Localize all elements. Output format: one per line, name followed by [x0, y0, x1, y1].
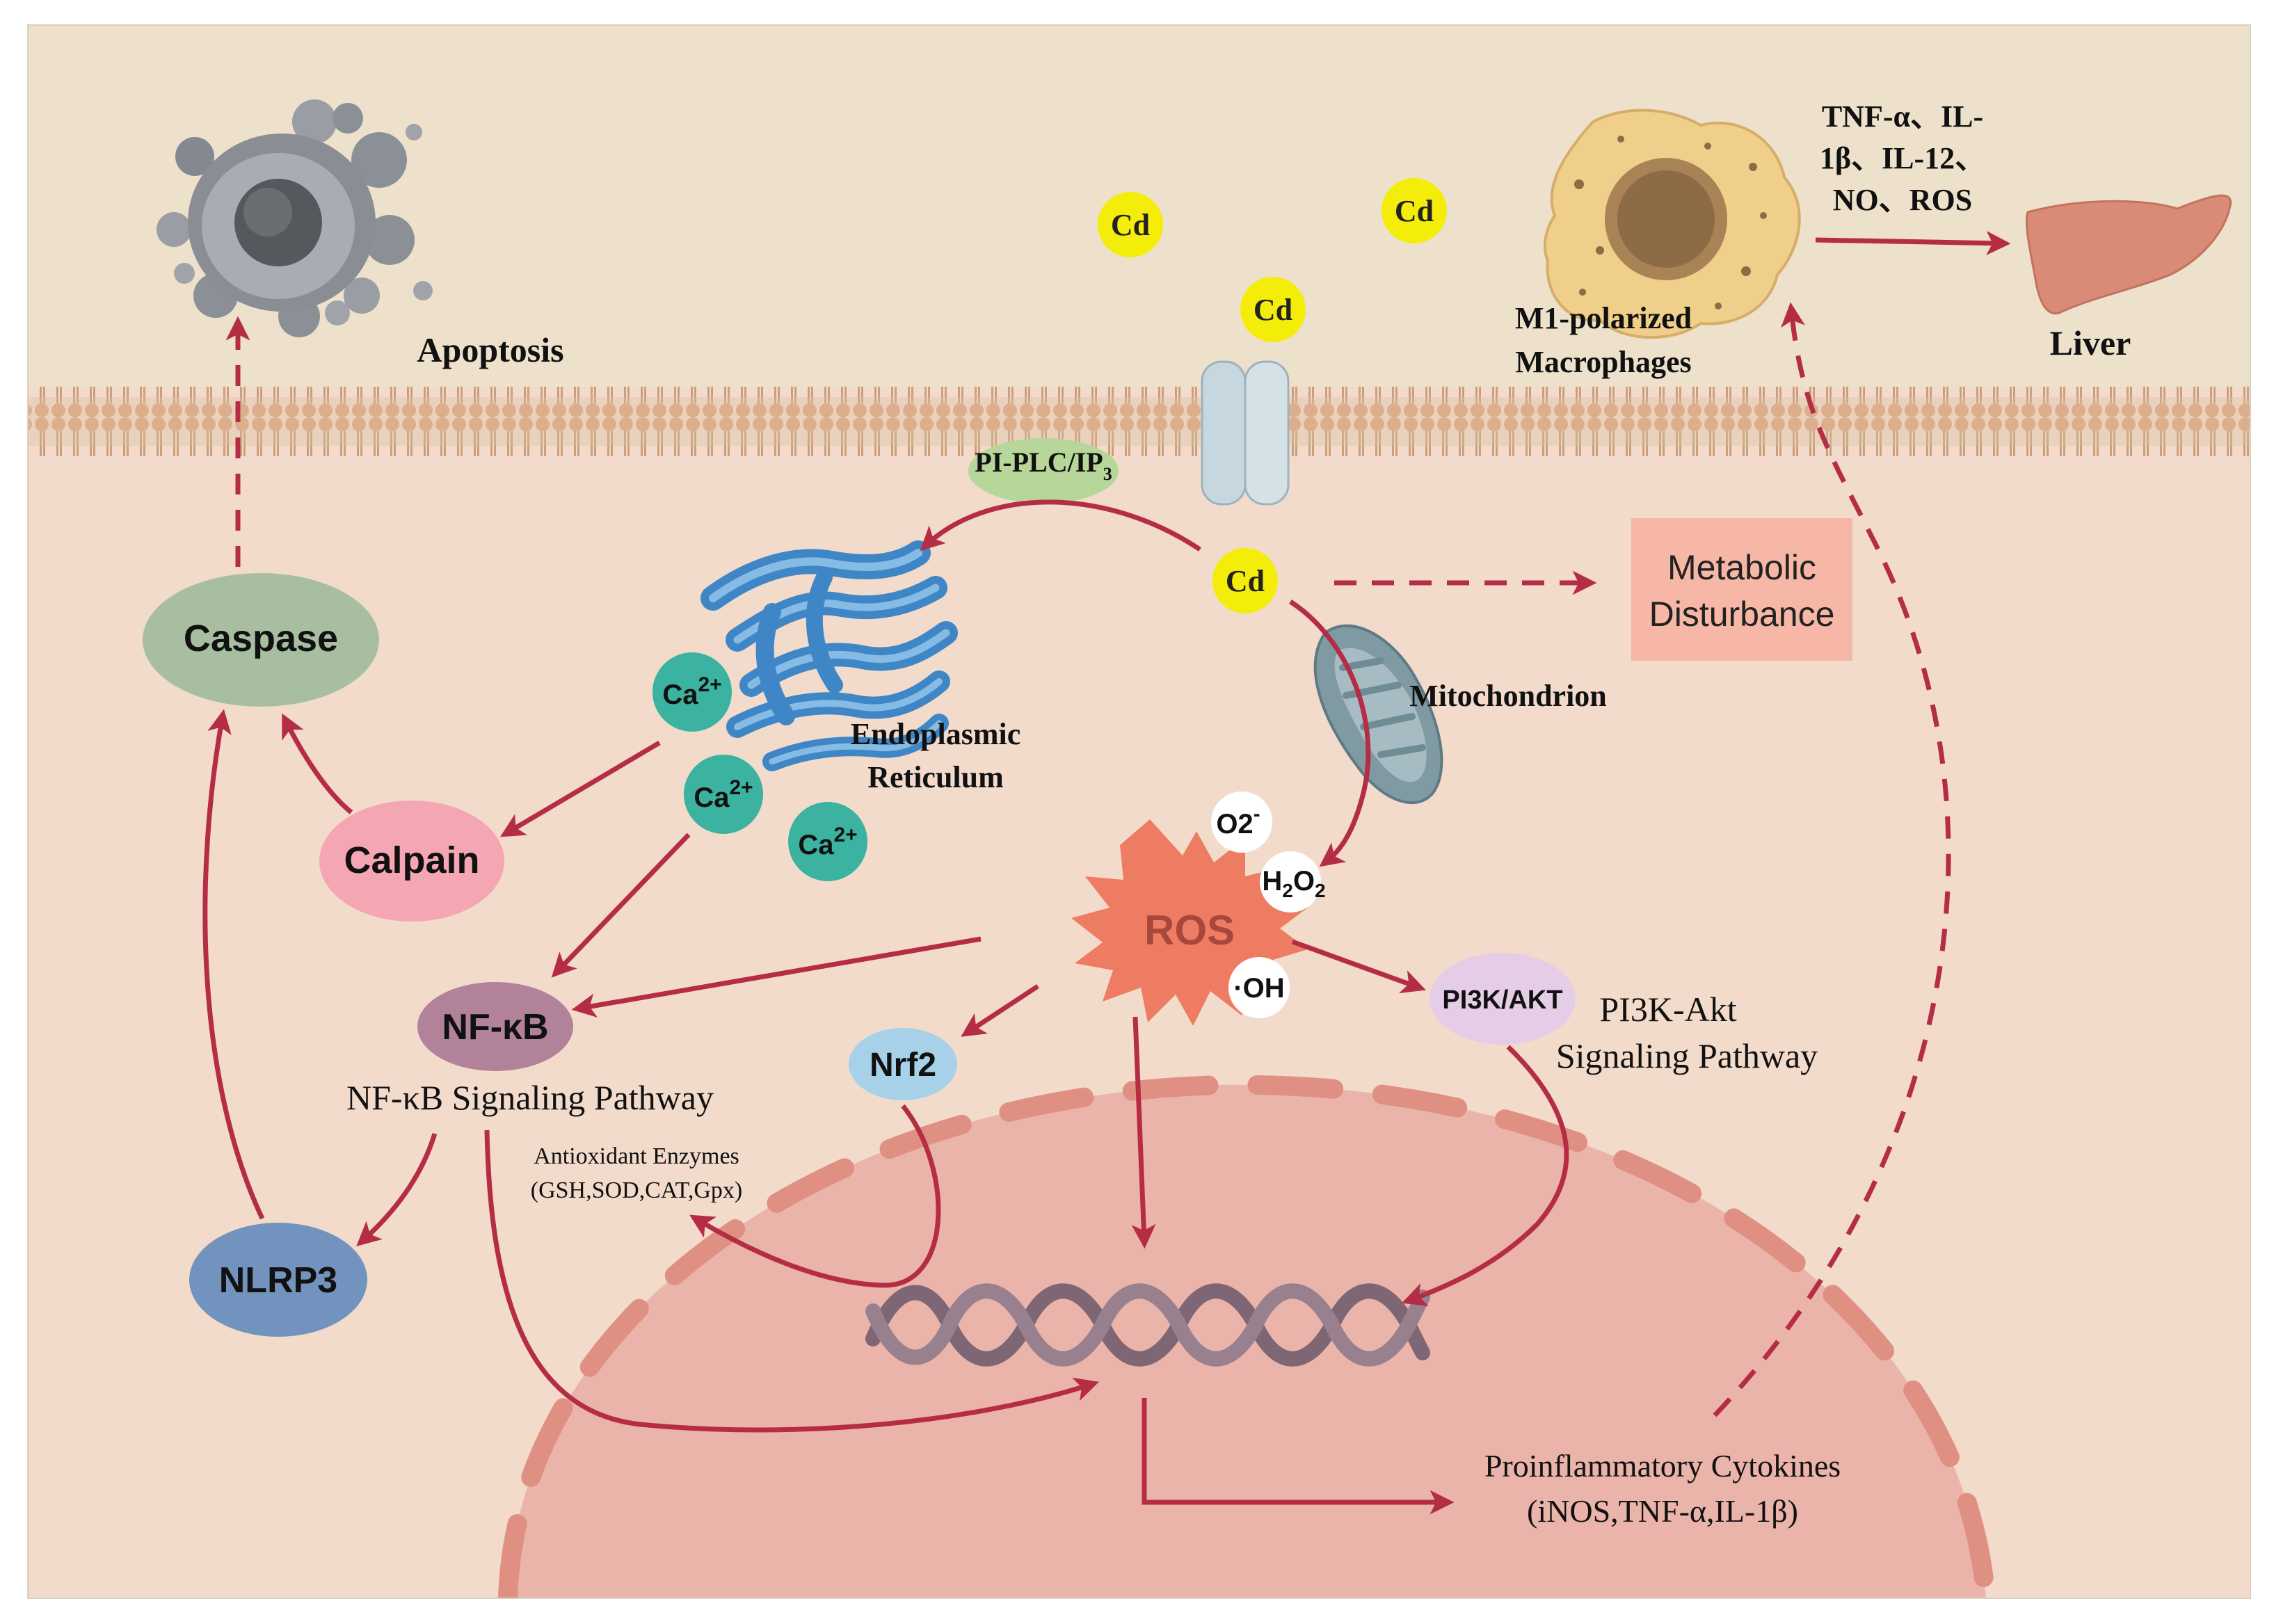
svg-text:·OH: ·OH — [1233, 973, 1284, 1004]
superoxide-ion: O2- — [1211, 791, 1272, 853]
svg-text:Cd: Cd — [1226, 564, 1265, 598]
arrow-ca-to-nfkb — [551, 833, 691, 978]
svg-text:Caspase: Caspase — [184, 618, 338, 659]
arrow-cd-to-ros — [1289, 600, 1371, 867]
pi3k-pathway-label: Signaling Pathway — [1556, 1036, 1818, 1075]
m1-macrophage — [1543, 108, 1801, 339]
mitochondrion-label: Mitochondrion — [1409, 679, 1607, 713]
arrow-ca-to-calpain — [499, 740, 661, 837]
svg-text:Nrf2: Nrf2 — [870, 1047, 936, 1084]
arrow-macrophage-to-liver — [1815, 231, 2011, 256]
arrow-cd-to-er — [920, 499, 1201, 552]
cd-ion: Cd — [1098, 192, 1163, 257]
liver-icon — [2025, 194, 2232, 315]
svg-text:Disturbance: Disturbance — [1649, 595, 1835, 634]
arrow-nfkb-to-dna — [484, 1129, 1099, 1433]
nfkb-node: NF-κB — [417, 982, 573, 1071]
proinflammatory-label: Proinflammatory Cytokines — [1484, 1448, 1841, 1484]
pi-plc-ip3-ellipse: PI-PLC/IP3 — [968, 438, 1119, 504]
nlrp3-node: NLRP3 — [189, 1223, 367, 1337]
calcium-ion: Ca2+ — [652, 652, 732, 732]
svg-text:PI-PLC/IP3: PI-PLC/IP3 — [975, 447, 1112, 484]
cd-ion-intracellular: Cd — [1212, 548, 1278, 613]
svg-text:PI3K/AKT: PI3K/AKT — [1442, 986, 1562, 1015]
svg-text:Calpain: Calpain — [344, 839, 479, 881]
svg-text:NF-κB: NF-κB — [442, 1007, 548, 1047]
calcium-ion: Ca2+ — [788, 802, 867, 881]
cell-membrane — [28, 387, 2250, 456]
svg-text:Ca2+: Ca2+ — [694, 776, 753, 813]
dna-helix — [865, 1283, 1430, 1367]
pi3k-akt-node: PI3K/AKT — [1430, 953, 1576, 1045]
arrow-nfkb-to-nlrp3 — [356, 1132, 438, 1246]
macrophage-label: Macrophages — [1515, 345, 1691, 379]
svg-text:O2-: O2- — [1216, 803, 1260, 839]
hydroxyl-radical: ·OH — [1228, 957, 1290, 1018]
arrows — [202, 231, 2011, 1515]
svg-text:Cd: Cd — [1254, 293, 1292, 327]
arrow-ros-to-nrf2 — [961, 984, 1039, 1037]
svg-text:Cd: Cd — [1395, 194, 1434, 228]
nrf2-node: Nrf2 — [849, 1028, 957, 1100]
cd-ion: Cd — [1382, 178, 1447, 243]
svg-text:Ca2+: Ca2+ — [662, 673, 721, 710]
cd-ion: Cd — [1240, 277, 1306, 342]
cytokines-text: NO、ROS — [1833, 183, 1972, 217]
svg-text:Cd: Cd — [1111, 208, 1150, 242]
arrow-nlrp3-to-caspase — [202, 709, 265, 1220]
cytokines-text: 1β、IL-12、 — [1820, 141, 1985, 175]
proinflammatory-label: (iNOS,TNF-α,IL-1β) — [1527, 1493, 1798, 1529]
svg-text:ROS: ROS — [1144, 907, 1235, 954]
pi3k-pathway-label: PI3K-Akt — [1599, 990, 1736, 1029]
er-label: Reticulum — [867, 760, 1004, 794]
svg-text:Ca2+: Ca2+ — [798, 823, 857, 860]
er-label: Endoplasmic — [851, 717, 1021, 751]
metabolic-disturbance-box: Metabolic Disturbance — [1631, 518, 1852, 661]
antioxidant-label: (GSH,SOD,CAT,Gpx) — [531, 1177, 742, 1203]
calcium-ion: Ca2+ — [684, 755, 763, 834]
arrow-ros-to-nfkb — [571, 936, 982, 1018]
hydrogen-peroxide: H2O2 — [1260, 851, 1326, 913]
arrow-dna-to-cytokines — [1142, 1398, 1455, 1515]
macrophage-label: M1-polarized — [1515, 301, 1692, 335]
arrow-proinflammatory-to-macrophage — [1713, 302, 1951, 1417]
arrow-ros-to-dna — [1131, 1016, 1156, 1249]
arrow-calpain-to-caspase — [282, 713, 353, 814]
svg-text:NLRP3: NLRP3 — [219, 1260, 337, 1301]
liver-label: Liver — [2050, 323, 2131, 362]
svg-text:Metabolic: Metabolic — [1667, 548, 1816, 587]
antioxidant-label: Antioxidant Enzymes — [534, 1143, 739, 1169]
calpain-node: Calpain — [319, 801, 504, 922]
caspase-node: Caspase — [143, 573, 379, 707]
arrow-pi3k-to-dna — [1402, 1045, 1569, 1307]
apoptosis-label: Apoptosis — [417, 330, 563, 369]
arrow-ros-to-pi3k — [1291, 939, 1426, 994]
svg-text:H2O2: H2O2 — [1262, 866, 1325, 901]
cytokines-text: TNF-α、IL- — [1822, 99, 1983, 134]
ion-channel — [1201, 360, 1290, 506]
arrow-nrf2-to-antioxidant — [689, 1104, 941, 1288]
endoplasmic-reticulum — [700, 540, 958, 771]
nfkb-pathway-label: NF-κB Signaling Pathway — [346, 1078, 714, 1117]
apoptotic-cell: Apoptosis — [157, 99, 564, 369]
